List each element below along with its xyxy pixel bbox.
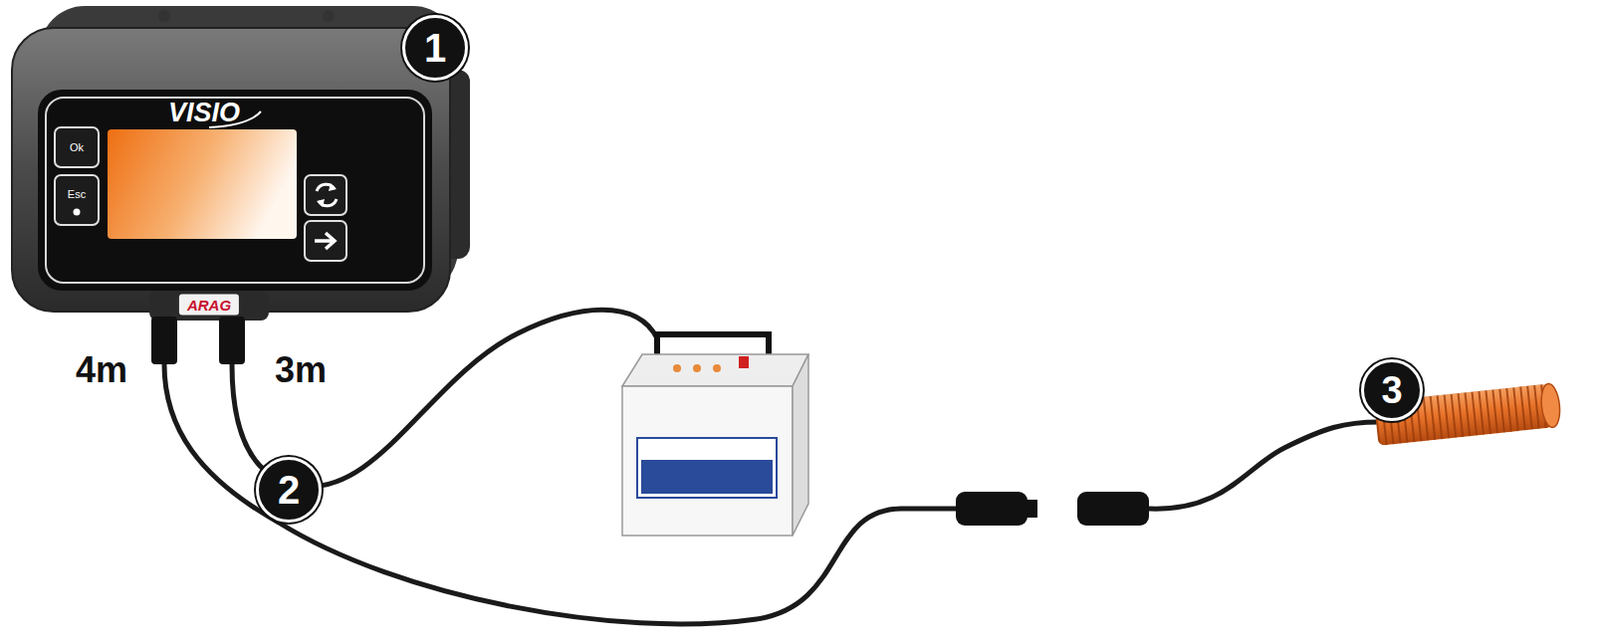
maker-logo: ARAG	[179, 294, 239, 316]
cycle-button	[304, 175, 347, 216]
cable-length: 3m	[274, 352, 327, 389]
front-panel	[37, 89, 433, 291]
connector-pin	[1025, 499, 1038, 518]
battery-cap	[712, 364, 721, 373]
panel-rim	[45, 97, 425, 283]
ok-button	[54, 127, 99, 168]
callout-number: 2	[255, 457, 322, 523]
visio-device	[11, 5, 470, 365]
battery-cap	[673, 364, 682, 373]
sensor-face	[1539, 383, 1563, 430]
callout-digit: 3	[1380, 371, 1402, 410]
device-brand: VISIO	[168, 99, 240, 127]
callout-number: 3	[1361, 359, 1423, 422]
plug-3m	[219, 316, 245, 365]
callout-digit: 1	[424, 27, 447, 68]
esc-button	[54, 175, 99, 226]
cable-length: 4m	[75, 352, 128, 389]
next-button	[304, 221, 347, 261]
battery-cap	[692, 364, 701, 373]
esc-dot	[73, 209, 81, 217]
bottom-tab	[149, 290, 269, 321]
battery-terminal	[738, 356, 749, 369]
display-screen	[107, 129, 297, 239]
housing-knob	[158, 9, 171, 22]
battery-label	[637, 438, 777, 498]
connector-female	[1077, 491, 1149, 526]
housing-knob	[322, 9, 335, 22]
button-label: Esc	[67, 189, 86, 201]
battery-side	[792, 354, 809, 536]
button-label: Ok	[69, 142, 84, 154]
housing-front	[11, 27, 451, 312]
connector-male	[955, 491, 1028, 526]
cable-4m	[164, 364, 958, 625]
battery-front	[622, 386, 793, 536]
sensor-cable	[1148, 422, 1379, 509]
next-icon	[314, 232, 335, 249]
battery-label-band	[641, 459, 773, 494]
callout-digit: 2	[277, 469, 300, 510]
plug-4m	[151, 316, 178, 365]
battery-top	[622, 354, 809, 387]
battery	[622, 334, 809, 536]
cycle-icon-heads	[316, 183, 337, 208]
callout-number: 1	[402, 14, 468, 81]
